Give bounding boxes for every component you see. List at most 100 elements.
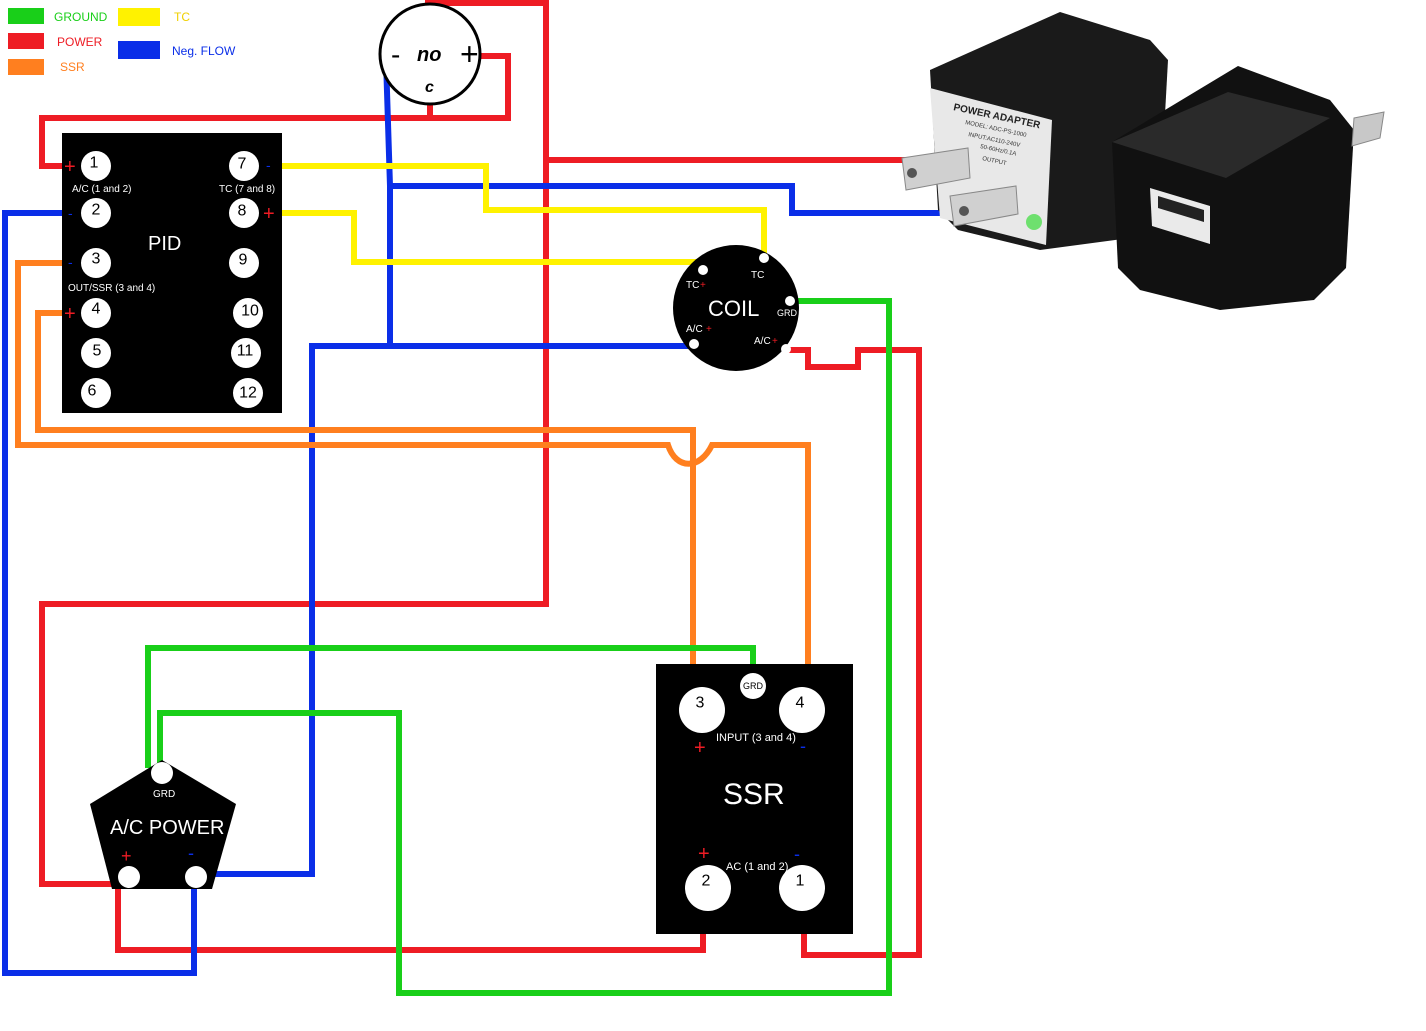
ssr-pin-1-label: 1 (796, 873, 805, 890)
adapter-led (1026, 214, 1042, 230)
power-wires (39, 0, 922, 958)
switch-no-label: no (417, 44, 441, 66)
coil-tc-left-plus: + (700, 280, 706, 291)
adapter-prong-bottom (949, 185, 1019, 227)
ssr-pin-1[interactable] (779, 865, 825, 911)
power-adapter: POWER ADAPTER MODEL: ADC-PS-1000 INPUT:A… (901, 12, 1385, 310)
switch: - + no c (378, 2, 482, 106)
pid-pin-4[interactable] (81, 298, 111, 328)
legend-swatch-tc (118, 8, 160, 26)
pid-pin3-minus: - (68, 254, 73, 270)
switch-minus: - (391, 39, 400, 70)
adapter-back-face (1112, 92, 1330, 178)
switch-plus: + (460, 36, 479, 72)
pid-pin2-minus: - (68, 205, 73, 221)
ac-power-minus: - (188, 843, 194, 863)
legend: GROUND POWER SSR TC Neg. FLOW (8, 8, 236, 75)
wire-orange-pid3 (15, 260, 811, 667)
adapter-prong-top-hole (907, 168, 917, 178)
wire-blue-adapter (387, 183, 953, 216)
legend-label-neg-flow: Neg. FLOW (172, 44, 236, 58)
coil-ac-right-plus: + (772, 336, 778, 347)
wire-red-acpower-ssr2 (115, 885, 706, 953)
adapter-usb-port-inner (1158, 196, 1204, 222)
ssr-pin3-plus: + (694, 737, 706, 759)
adapter-output: OUTPUT (982, 156, 1008, 167)
pid-pin-6[interactable] (81, 378, 111, 408)
pid-pin-7-label: 7 (238, 156, 247, 173)
ssr-pin4-minus: - (800, 736, 806, 756)
pid-pin-12-label: 12 (239, 385, 257, 402)
pid-controller: PID A/C (1 and 2) TC (7 and 8) OUT/SSR (… (62, 133, 282, 413)
pid-pin-3[interactable] (81, 248, 111, 278)
ssr-pin-2[interactable] (685, 865, 731, 911)
ac-power: GRD A/C POWER + - (90, 760, 236, 889)
pid-pin-10[interactable] (233, 298, 263, 328)
pid-pins-right: 7 8 9 10 11 12 (229, 151, 263, 408)
coil-pin-ac-left[interactable] (689, 339, 699, 349)
pid-pin-5-label: 5 (93, 343, 102, 360)
ac-power-pin-minus[interactable] (185, 866, 207, 888)
ssr-ac-label: AC (1 and 2) (726, 861, 788, 873)
pid-pin-10-label: 10 (241, 303, 259, 320)
pid-pin7-minus: - (266, 157, 271, 173)
legend-label-tc: TC (174, 10, 190, 24)
adapter-prong-top (901, 147, 971, 191)
ssr-label-grd: GRD (743, 681, 764, 691)
wire-red-ssr1-coil (787, 347, 922, 958)
ac-power-label-grd: GRD (153, 789, 175, 800)
pid-pin-2[interactable] (81, 198, 111, 228)
legend-swatch-ssr (8, 59, 44, 75)
coil-pin-tc-top[interactable] (759, 253, 769, 263)
legend-label-ssr: SSR (60, 60, 85, 74)
ground-wires (145, 298, 892, 996)
pid-pin-8-label: 8 (238, 203, 247, 220)
pid-pin-3-label: 3 (92, 251, 101, 268)
pid-label-out: OUT/SSR (3 and 4) (68, 283, 155, 294)
coil-title: COIL (708, 296, 759, 321)
legend-label-power: POWER (57, 35, 103, 49)
pid-title: PID (148, 233, 181, 255)
pid-pin-2-label: 2 (92, 202, 101, 219)
pid-pin8-plus: + (263, 203, 275, 225)
pid-pin-1-label: 1 (90, 155, 99, 172)
coil-label-ac-right: A/C (754, 336, 771, 347)
pid-pin-12[interactable] (233, 378, 263, 408)
pid-pin-8[interactable] (229, 198, 259, 228)
pid-pin-11[interactable] (231, 338, 261, 368)
coil-pin-grd[interactable] (785, 296, 795, 306)
coil-ac-left-plus: + (706, 324, 712, 335)
pid-pins-left: 1 2 3 4 5 6 (81, 151, 111, 408)
switch-body (378, 2, 482, 106)
wire-red-main (39, 0, 549, 887)
pid-pin-9-label: 9 (239, 252, 248, 269)
pid-label-ac: A/C (1 and 2) (72, 184, 131, 195)
ssr-title: SSR (723, 778, 785, 811)
ssr-pin-4-label: 4 (796, 695, 805, 712)
pid-pin-9[interactable] (229, 248, 259, 278)
ssr-wires (15, 260, 811, 667)
ssr-pin-3[interactable] (679, 687, 725, 733)
ssr-pin-grd[interactable] (740, 673, 766, 699)
wire-green-inner (157, 298, 892, 996)
pid-pin-5[interactable] (81, 338, 111, 368)
pid-pin-7[interactable] (229, 151, 259, 181)
ssr-relay: GRD 3 4 + INPUT (3 and 4) - SSR + AC (1 … (656, 664, 853, 934)
legend-swatch-neg-flow (118, 41, 160, 59)
pid-label-tc: TC (7 and 8) (219, 184, 275, 195)
coil-label-tc-top: TC (751, 270, 764, 281)
coil-label-grd: GRD (777, 308, 798, 318)
ac-power-pin-grd[interactable] (151, 762, 173, 784)
ac-power-body (90, 760, 236, 889)
coil-pin-ac-right[interactable] (781, 344, 791, 354)
tc-wires (281, 163, 767, 265)
pid-pin-4-label: 4 (92, 301, 101, 318)
pid-pin-1[interactable] (81, 151, 111, 181)
ac-power-pin-plus[interactable] (118, 866, 140, 888)
ssr-pin-4[interactable] (779, 687, 825, 733)
wire-blue-pid2 (2, 210, 197, 976)
ssr-pin2-plus: + (698, 843, 710, 865)
coil-pin-tc-left[interactable] (698, 265, 708, 275)
ssr-pin-3-label: 3 (696, 695, 705, 712)
